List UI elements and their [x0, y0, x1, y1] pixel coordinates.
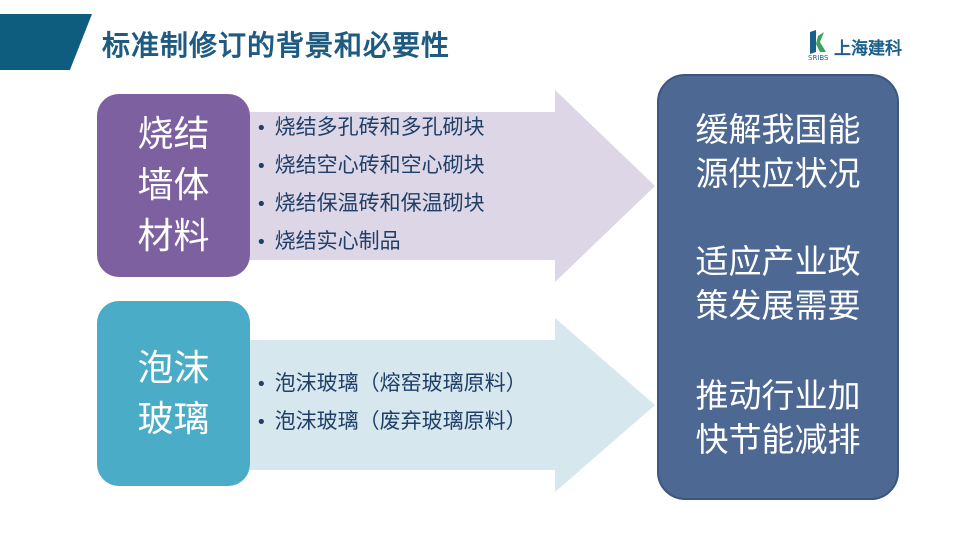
list-item: 泡沫玻璃（废弃玻璃原料）	[256, 402, 527, 440]
list-item: 烧结实心制品	[256, 222, 485, 260]
goal-line: 推动行业加	[695, 376, 861, 415]
logo-text: 上海建科	[834, 39, 902, 59]
foam-label-line: 玻璃	[137, 398, 210, 440]
goal-line: 缓解我国能	[695, 110, 861, 149]
goal-line: 适应产业政	[695, 242, 861, 281]
company-logo: 上海建科 SRIBS	[808, 30, 918, 64]
goal-industry-policy: 适应产业政 策发展需要	[659, 240, 897, 328]
fired-label-line: 烧结	[137, 114, 210, 155]
goal-energy-saving: 推动行业加 快节能减排	[659, 374, 897, 462]
fired-wall-materials-box: 烧结 墙体 材料	[97, 94, 250, 277]
list-item: 烧结保温砖和保温砌块	[256, 184, 485, 222]
fired-label-line: 材料	[137, 216, 210, 257]
fired-label-line: 墙体	[137, 165, 210, 206]
goals-box: 缓解我国能 源供应状况 适应产业政 策发展需要 推动行业加 快节能减排	[657, 74, 899, 500]
foam-glass-list: 泡沫玻璃（熔窑玻璃原料） 泡沫玻璃（废弃玻璃原料）	[256, 364, 527, 440]
page-title: 标准制修订的背景和必要性	[102, 29, 451, 62]
goal-line: 快节能减排	[695, 420, 861, 459]
logo-subtext: SRIBS	[808, 54, 829, 62]
fired-materials-list: 烧结多孔砖和多孔砌块 烧结空心砖和空心砌块 烧结保温砖和保温砌块 烧结实心制品	[256, 108, 485, 260]
sribs-logo-icon	[810, 30, 826, 54]
header-banner	[0, 14, 92, 70]
list-item: 烧结空心砖和空心砌块	[256, 146, 485, 184]
list-item: 泡沫玻璃（熔窑玻璃原料）	[256, 364, 527, 402]
foam-label-line: 泡沫	[137, 347, 210, 389]
goal-energy-supply: 缓解我国能 源供应状况	[659, 108, 897, 196]
list-item: 烧结多孔砖和多孔砌块	[256, 108, 485, 146]
goal-line: 策发展需要	[695, 286, 861, 325]
goal-line: 源供应状况	[695, 154, 861, 193]
foam-glass-box: 泡沫 玻璃	[97, 301, 250, 486]
